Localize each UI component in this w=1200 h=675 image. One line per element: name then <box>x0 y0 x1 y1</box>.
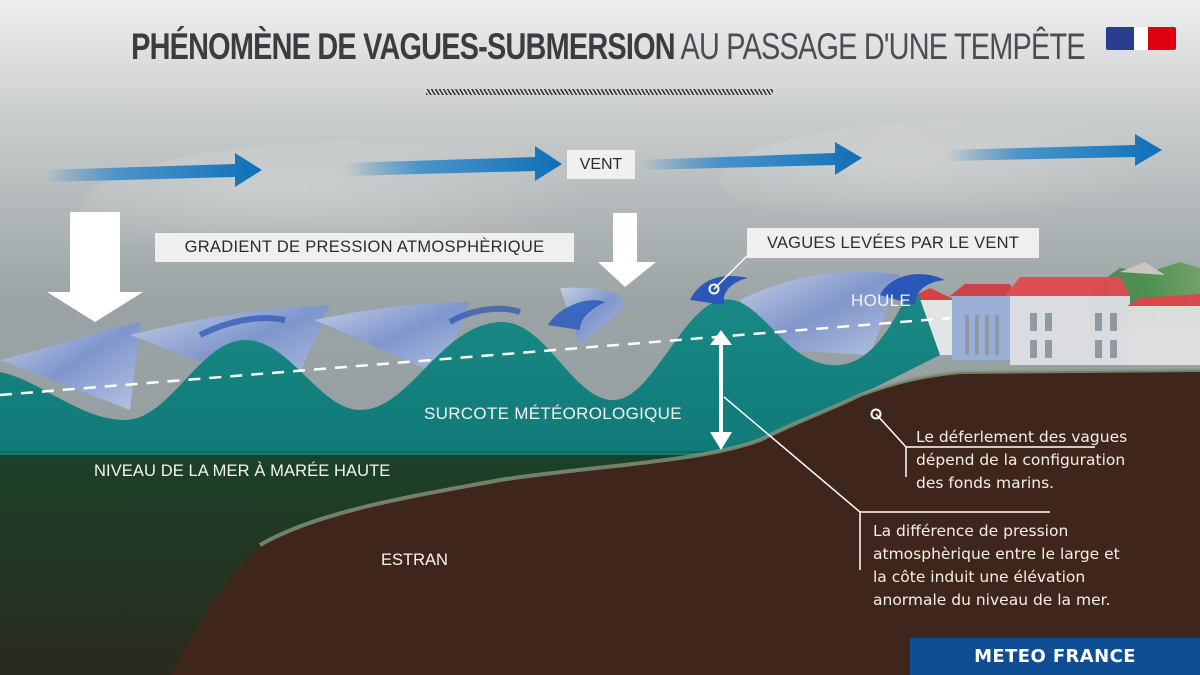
note-pression: La différence de pression atmosphèrique … <box>873 520 1173 612</box>
right-arrow-icon <box>945 134 1162 166</box>
meteo-france-brand: METEO FRANCE <box>910 638 1200 675</box>
note-deferlement: Le déferlement des vagues dépend de la c… <box>916 426 1186 495</box>
label-vagues: VAGUES LEVÉES PAR LE VENT <box>747 228 1039 258</box>
label-surcote: SURCOTE MÉTÉOROLOGIQUE <box>424 404 682 423</box>
label-estran: ESTRAN <box>381 551 448 569</box>
right-arrow-icon <box>45 153 262 187</box>
label-gradient: GRADIENT DE PRESSION ATMOSPHÈRIQUE <box>155 233 574 262</box>
title-bold: PHÉNOMÈNE DE VAGUES-SUBMERSION <box>131 26 676 67</box>
title-light: AU PASSAGE D'UNE TEMPÊTE <box>680 26 1085 67</box>
note-line: des fonds marins. <box>916 474 1055 492</box>
note-line: atmosphèrique entre le large et <box>873 545 1120 563</box>
label-vent: VENT <box>567 150 635 179</box>
note-line: dépend de la configuration <box>916 451 1126 469</box>
note-line: La différence de pression <box>873 522 1069 540</box>
note-line: la côte induit une élévation <box>873 568 1086 586</box>
note-line: anormale du niveau de la mer. <box>873 591 1111 609</box>
down-arrow-icon <box>47 212 143 322</box>
page-title: PHÉNOMÈNE DE VAGUES-SUBMERSION AU PASSAG… <box>131 26 1085 68</box>
note-line: Le déferlement des vagues <box>916 428 1128 446</box>
label-niveau: NIVEAU DE LA MER À MARÉE HAUTE <box>94 462 391 480</box>
wind-arrows <box>45 134 1162 187</box>
down-arrow-icon <box>598 213 656 287</box>
republique-francaise-logo-icon <box>1106 27 1176 50</box>
surge-level-line <box>0 316 951 397</box>
title-underline <box>426 89 773 95</box>
right-arrow-icon <box>640 142 862 175</box>
label-houle: HOULE <box>851 291 912 310</box>
double-vertical-arrow-icon <box>710 330 732 450</box>
right-arrow-icon <box>345 146 562 181</box>
callout-lines <box>708 252 1095 570</box>
